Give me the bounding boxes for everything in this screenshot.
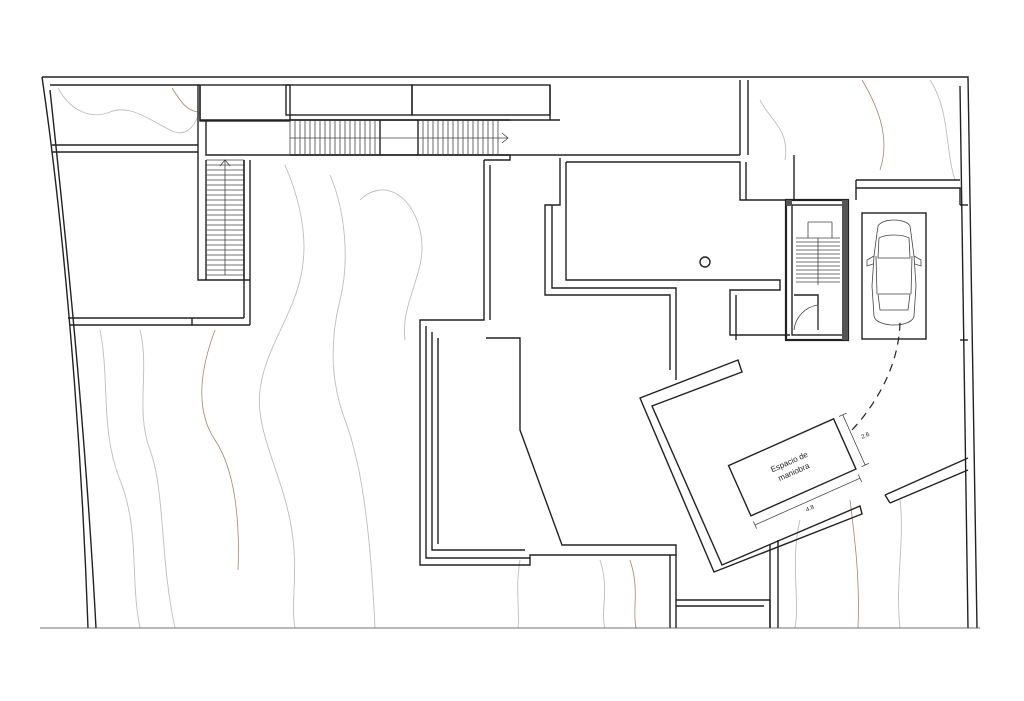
stair-top-horizontal: [289, 119, 510, 156]
stair-left-vertical: [205, 159, 245, 280]
plot-boundary: [41, 76, 978, 629]
garage: [855, 179, 968, 341]
left-terrace: [52, 85, 251, 326]
maneuver-dim-width: 2.6: [861, 432, 872, 441]
terrain-contours: [57, 79, 956, 629]
service-core: [784, 198, 850, 342]
car-icon: [866, 219, 922, 326]
stair-up-arrow-icon: [501, 132, 509, 144]
maneuver-dim-length: 4.8: [805, 504, 816, 513]
stair-up-arrow-icon: [219, 159, 231, 167]
stair-core: [796, 221, 840, 285]
maneuver-space: Espacio de maniobra 2.6 4.8: [727, 412, 872, 529]
maneuver-platform: [639, 319, 969, 573]
main-building: [419, 80, 795, 628]
